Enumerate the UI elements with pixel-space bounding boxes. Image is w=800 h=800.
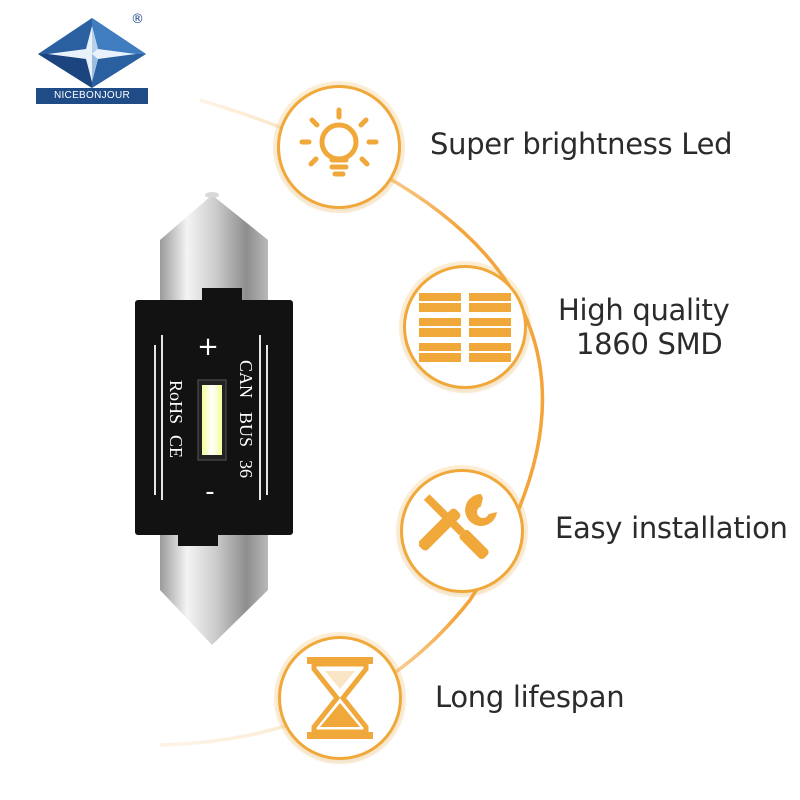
model-number-text: 36 <box>236 460 256 478</box>
bus-text: BUS <box>236 412 256 447</box>
minus-symbol: - <box>205 477 214 507</box>
wrench-screwdriver-icon <box>419 494 497 560</box>
rohs-text: RoHS <box>166 380 186 424</box>
can-text: CAN <box>236 360 256 398</box>
lightbulb-icon <box>299 107 379 177</box>
feature-circle-installation <box>400 469 524 593</box>
feature-circle-lifespan <box>278 636 402 760</box>
feature-label-lifespan: Long lifespan <box>435 680 625 714</box>
feature-label-installation: Easy installation <box>555 511 788 545</box>
feature-label-smd-line1: High quality <box>558 293 730 327</box>
led-festoon-bulb: + - CAN BUS 36 RoHS CE <box>135 192 293 645</box>
feature-circle-smd <box>403 265 527 389</box>
brand-logo <box>36 16 148 88</box>
brand-name: NICEBONJOUR <box>36 88 148 104</box>
feature-label-brightness: Super brightness Led <box>430 127 733 161</box>
feature-circle-brightness <box>277 85 401 209</box>
hourglass-icon <box>307 657 373 739</box>
registered-mark: ® <box>131 12 144 27</box>
top-end-cap <box>160 195 268 300</box>
bottom-end-cap <box>160 535 268 645</box>
feature-label-smd-line2: 1860 SMD <box>576 327 723 361</box>
plus-symbol: + <box>197 332 219 362</box>
ce-mark-text: CE <box>166 435 186 458</box>
smd-chip-grid-icon <box>419 293 511 362</box>
star-logo-icon <box>38 18 146 88</box>
